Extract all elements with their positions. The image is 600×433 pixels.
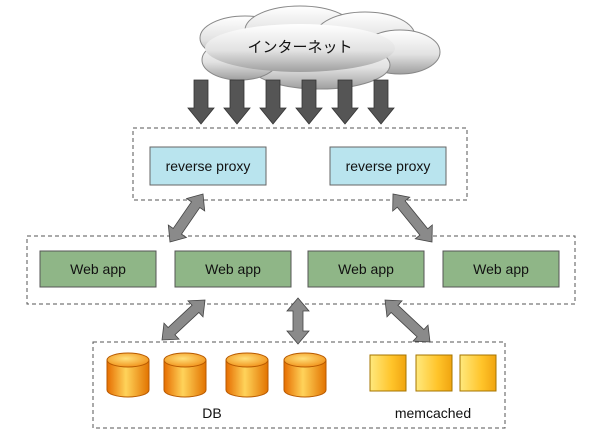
db-cylinders bbox=[106, 352, 327, 398]
down-arrow bbox=[259, 79, 287, 125]
proxy-node: reverse proxy bbox=[329, 146, 447, 186]
incoming-arrows bbox=[187, 79, 395, 125]
webapp-label: Web app bbox=[338, 261, 394, 277]
proxy-label: reverse proxy bbox=[346, 158, 431, 174]
db-cylinder bbox=[225, 352, 269, 398]
double-arrow bbox=[161, 299, 206, 341]
double-arrow bbox=[286, 297, 310, 345]
memcached-node bbox=[459, 354, 497, 392]
webapp-label: Web app bbox=[473, 261, 529, 277]
memcached-nodes bbox=[369, 354, 497, 392]
double-arrow bbox=[384, 299, 431, 343]
down-arrow bbox=[223, 79, 251, 125]
memcached-label: memcached bbox=[395, 405, 471, 421]
db-label: DB bbox=[202, 405, 221, 421]
webapp-node: Web app bbox=[174, 250, 292, 288]
down-arrow bbox=[295, 79, 323, 125]
db-cylinder bbox=[106, 352, 150, 398]
internet-cloud: インターネット bbox=[199, 5, 441, 90]
webapp-label: Web app bbox=[70, 261, 126, 277]
webapp-node: Web app bbox=[39, 250, 157, 288]
webapp-node: Web app bbox=[442, 250, 560, 288]
connector-arrows bbox=[161, 193, 433, 345]
proxy-node: reverse proxy bbox=[149, 146, 267, 186]
db-cylinder bbox=[163, 352, 207, 398]
proxy-label: reverse proxy bbox=[166, 158, 251, 174]
down-arrow bbox=[367, 79, 395, 125]
cloud-label: インターネット bbox=[247, 39, 352, 56]
webapp-node: Web app bbox=[307, 250, 425, 288]
down-arrow bbox=[187, 79, 215, 125]
down-arrow bbox=[331, 79, 359, 125]
double-arrow bbox=[392, 193, 433, 243]
db-cylinder bbox=[283, 352, 327, 398]
memcached-node bbox=[415, 354, 453, 392]
webapp-label: Web app bbox=[205, 261, 261, 277]
memcached-node bbox=[369, 354, 407, 392]
double-arrow bbox=[167, 193, 206, 243]
